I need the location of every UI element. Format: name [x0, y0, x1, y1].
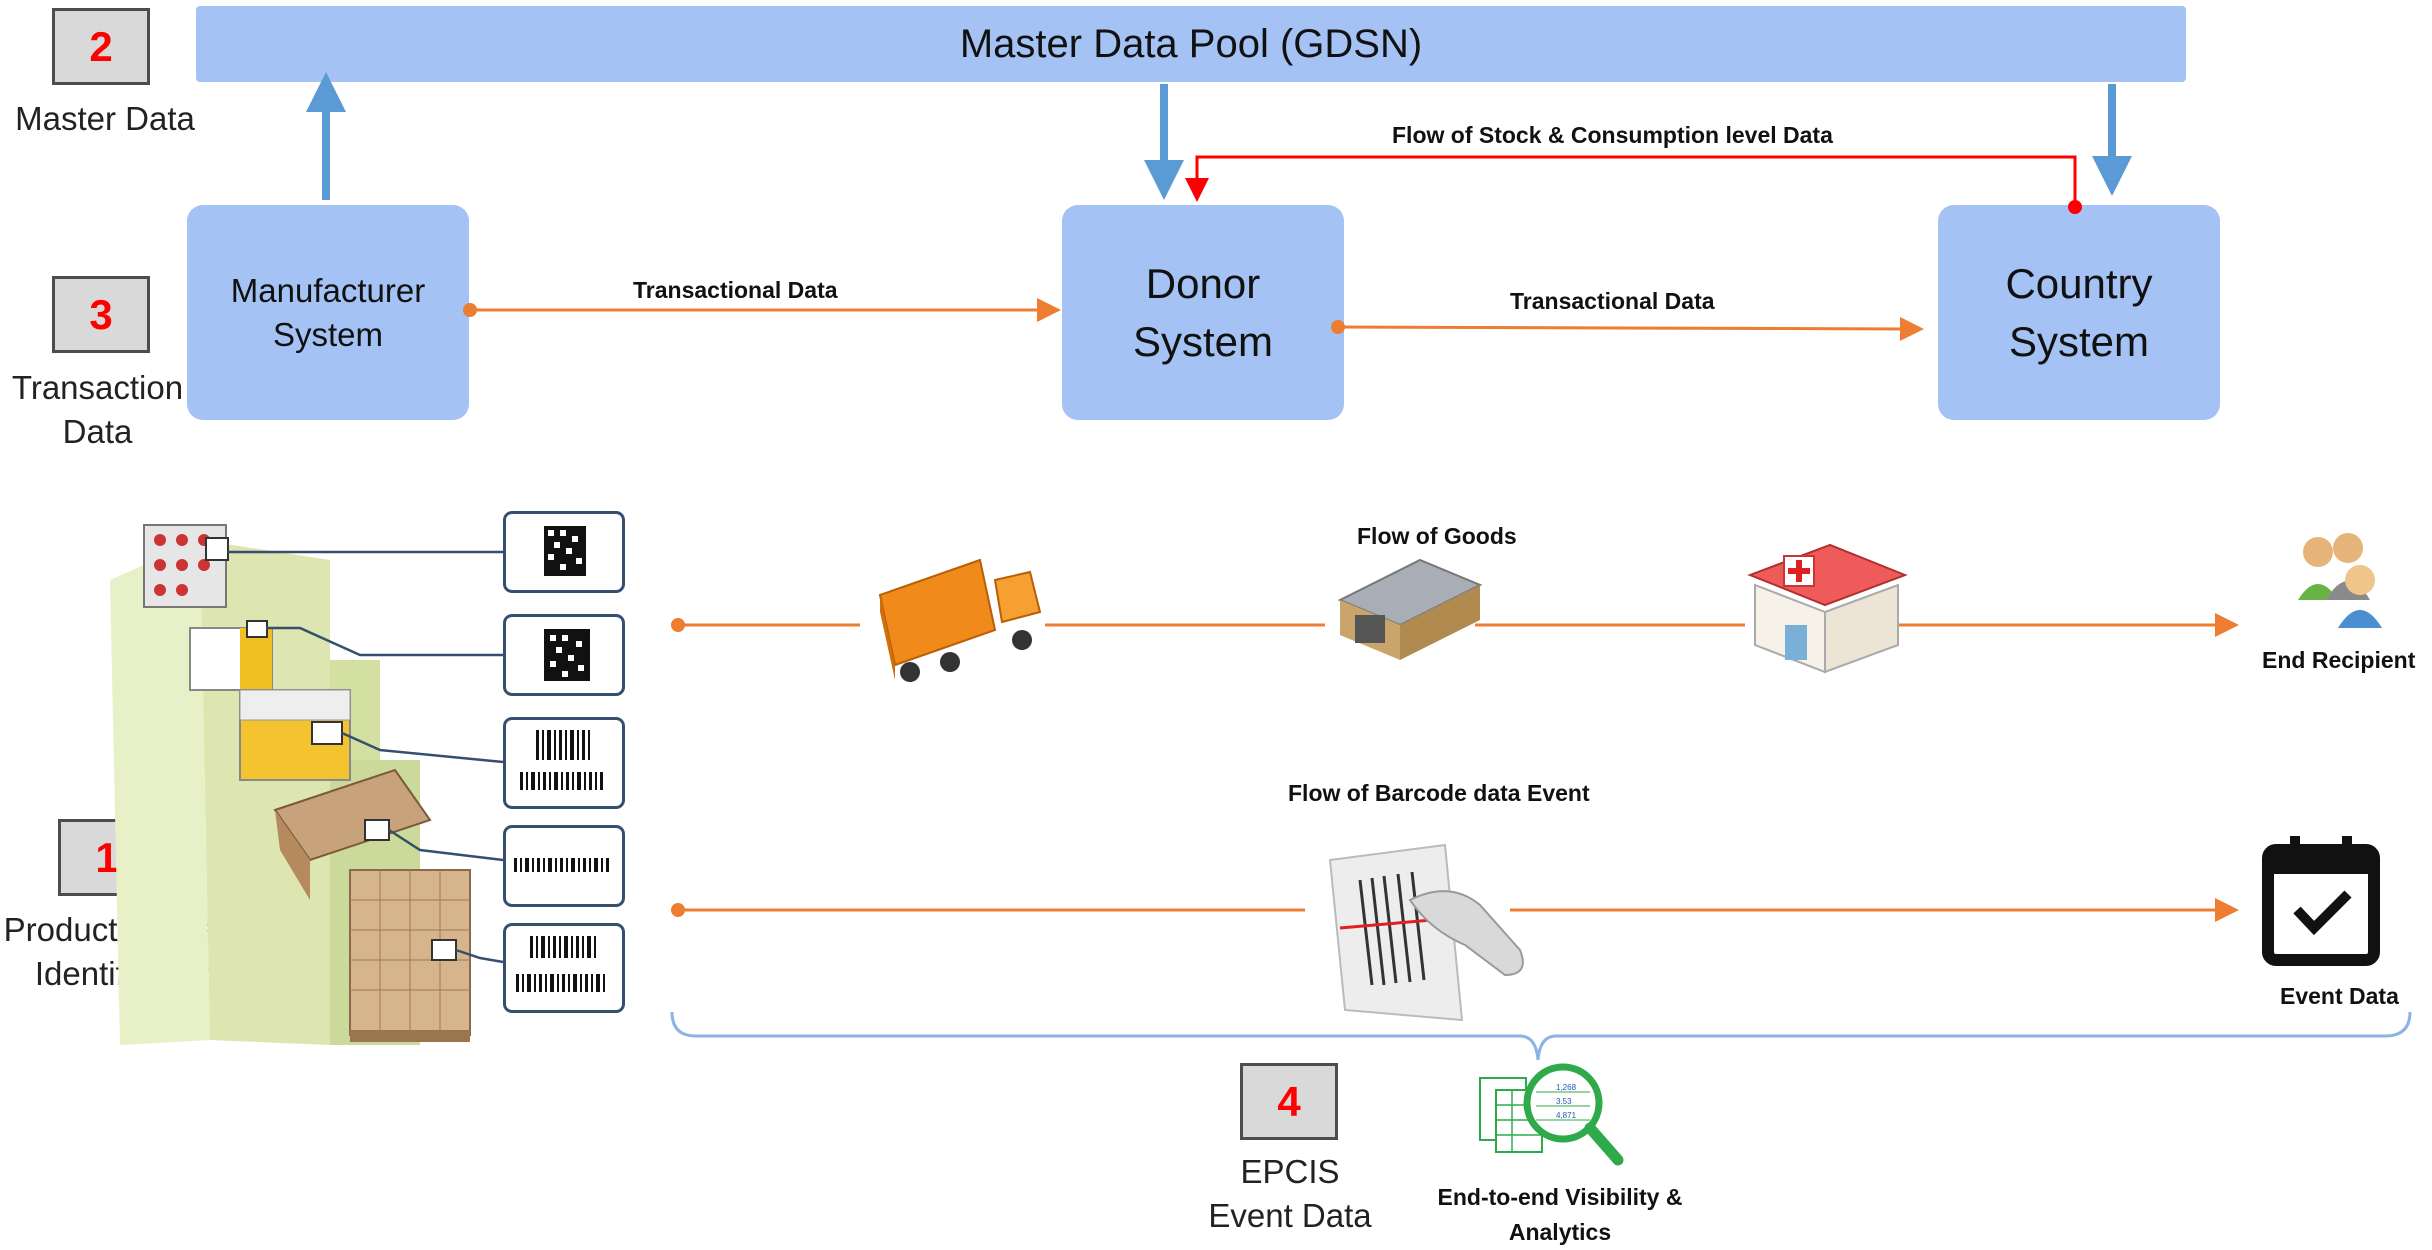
master-data-pool-label: Master Data Pool (GDSN) [959, 21, 1423, 66]
step-3-label-line-1: Transaction [11, 369, 184, 406]
step-4-label-line-1: EPCIS [1240, 1153, 1340, 1190]
event-origin-dot [671, 903, 685, 917]
analytics-label-line-1: End-to-end Visibility & [1437, 1184, 1683, 1210]
transactional-data-label-1: Transactional Data [633, 277, 838, 303]
analytics-value-2: 3.53 [1556, 1097, 1572, 1106]
barcode-scanner-icon [1328, 843, 1524, 1022]
spreadsheet-magnifier-icon: 1,268 3.53 4,871 [1479, 1063, 1624, 1166]
step-4-label: EPCIS Event Data [1180, 1150, 1400, 1238]
donor-system-line-2: System [1132, 317, 1274, 365]
country-system-line-2: System [2008, 317, 2150, 365]
manufacturer-system-line-1: Manufacturer [230, 271, 426, 309]
manufacturer-system-line-2: System [272, 315, 384, 353]
2d-datamatrix-icon [544, 629, 590, 681]
analytics-value-1: 1,268 [1556, 1083, 1577, 1092]
step-4-label-line-2: Event Data [1208, 1197, 1372, 1234]
linear-barcode-icon [520, 730, 603, 790]
step-3-badge: 3 [52, 276, 150, 353]
step-4-badge: 4 [1240, 1063, 1338, 1140]
step-2-number: 2 [89, 22, 113, 70]
flow-of-goods-label: Flow of Goods [1357, 523, 1517, 549]
calendar-check-icon [2262, 836, 2380, 966]
donor-system-line-1: Donor [1145, 259, 1261, 307]
epcis-brace [670, 1011, 2412, 1061]
step-3-label-line-2: Data [62, 413, 133, 450]
datamatrix-card-1 [503, 511, 625, 593]
truck-icon [878, 558, 1042, 682]
step-2-badge: 2 [52, 8, 150, 85]
step-1-number: 1 [95, 833, 119, 881]
people-icon [2298, 533, 2382, 628]
analytics-value-3: 4,871 [1556, 1111, 1577, 1120]
stock-flow-origin-dot [2068, 200, 2082, 214]
transactional-data-label-2: Transactional Data [1510, 288, 1715, 314]
linear-barcode-card-2 [503, 825, 625, 907]
barcode-event-flow-label: Flow of Barcode data Event [1288, 780, 1590, 806]
step-3-number: 3 [89, 290, 113, 338]
step-3-label: Transaction Data [0, 366, 195, 454]
transactional-arrow-2-dot [1331, 320, 1345, 334]
linear-barcode-card-3 [503, 923, 625, 1013]
warehouse-icon [1337, 558, 1483, 660]
step-2-label-line: Master Data [15, 100, 195, 137]
end-recipient-label: End Recipient [2262, 647, 2416, 673]
transactional-arrow-1-dot [463, 303, 477, 317]
linear-barcode-icon [516, 936, 605, 992]
event-data-label: Event Data [2280, 983, 2399, 1009]
pharmacy-icon [1747, 543, 1908, 674]
pharma-packaging-stairs [110, 524, 504, 1045]
stock-consumption-flow-label: Flow of Stock & Consumption level Data [1392, 122, 1833, 148]
2d-datamatrix-icon [544, 526, 586, 576]
linear-barcode-card-1 [503, 717, 625, 809]
goods-origin-dot [671, 618, 685, 632]
step-4-number: 4 [1277, 1077, 1301, 1125]
transactional-arrow-2 [1337, 316, 1924, 341]
datamatrix-card-2 [503, 614, 625, 696]
master-data-pool: Master Data Pool (GDSN) [196, 6, 2186, 82]
step-2-label: Master Data [0, 97, 210, 141]
country-system-line-1: Country [2005, 259, 2153, 307]
linear-barcode-icon [514, 858, 609, 872]
stock-consumption-arrow [1185, 155, 2077, 207]
